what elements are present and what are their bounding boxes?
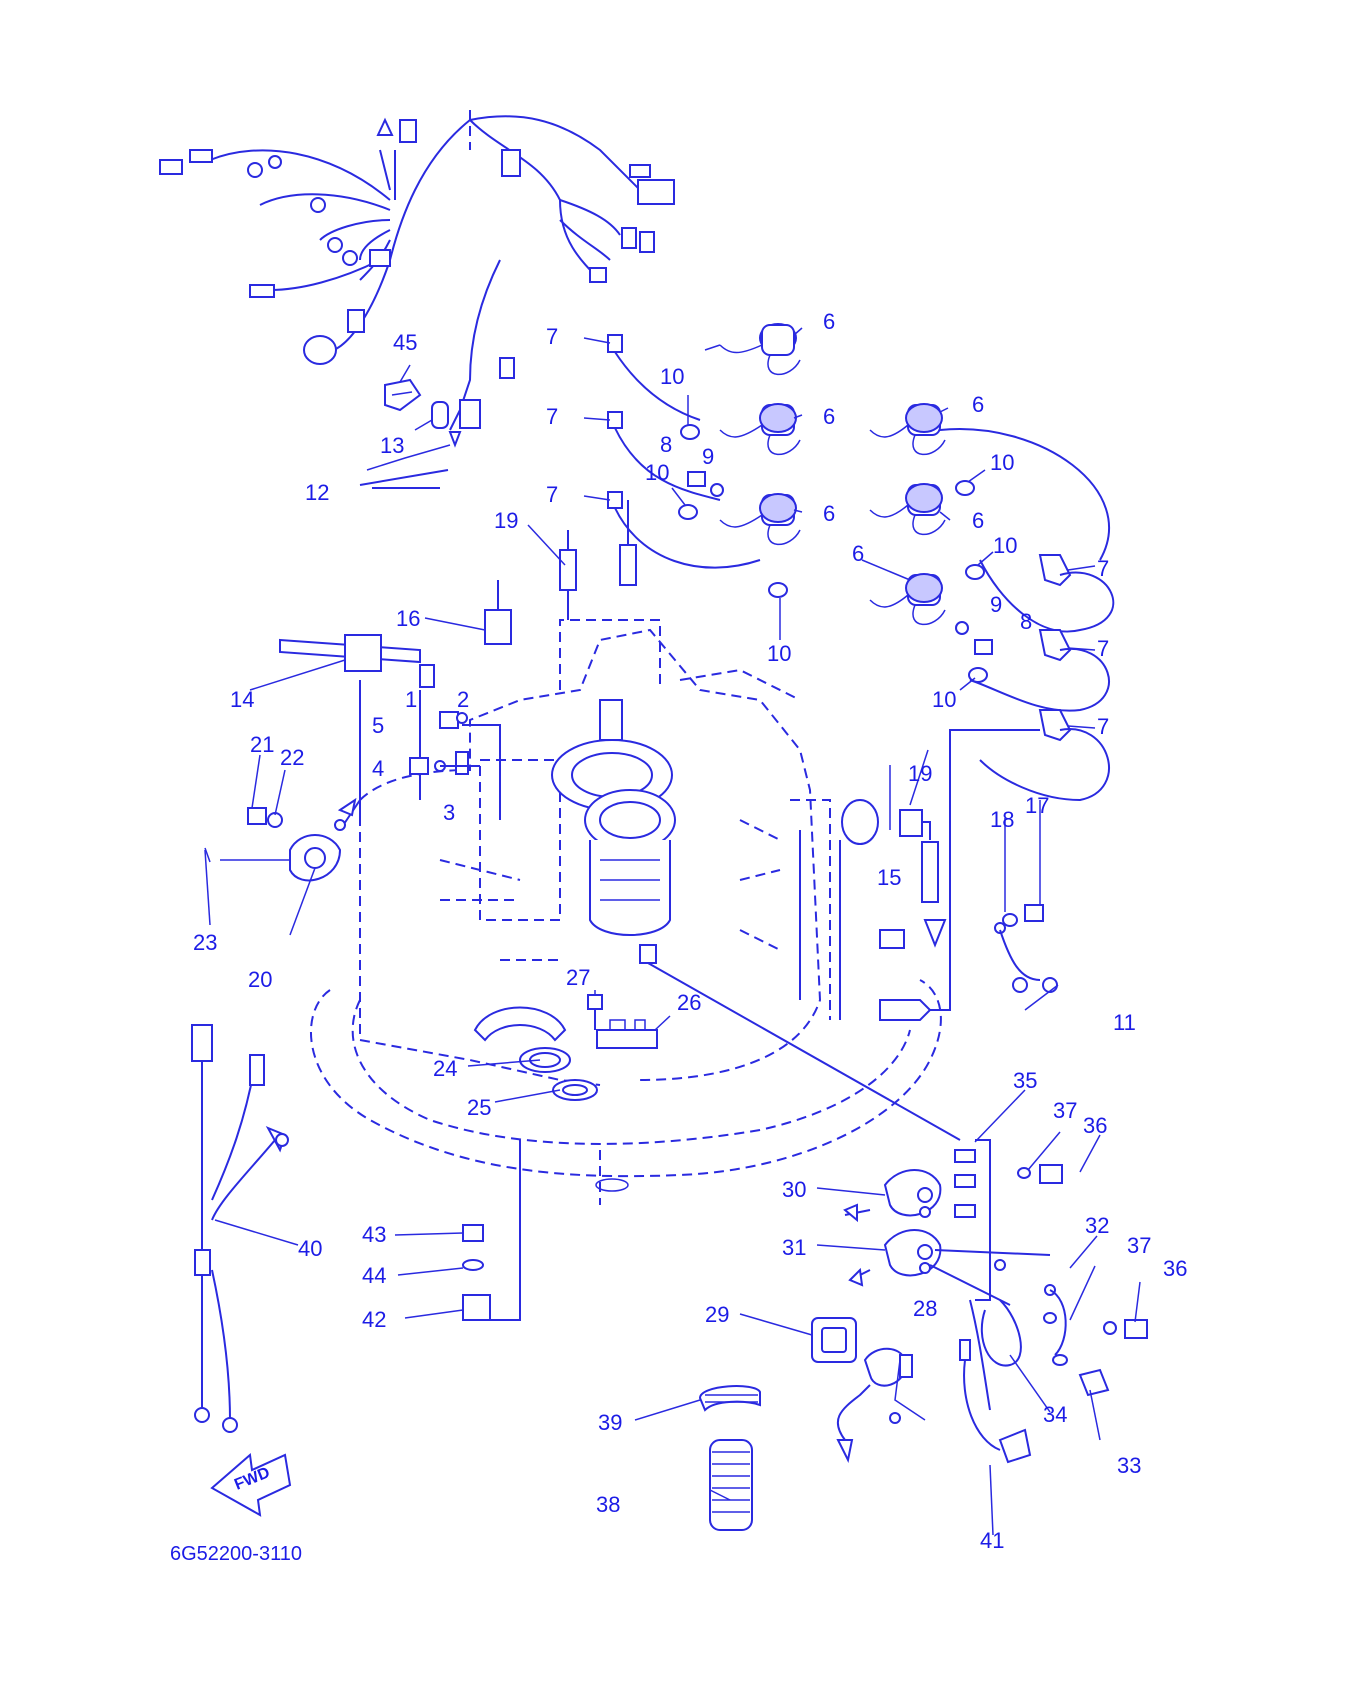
callout-7-e: 7 bbox=[1097, 636, 1109, 661]
wire-harness bbox=[159, 110, 675, 448]
callout-7-f: 7 bbox=[1097, 714, 1109, 739]
callout-7-b: 7 bbox=[546, 404, 558, 429]
callout-34: 34 bbox=[1043, 1402, 1067, 1427]
callout-39: 39 bbox=[598, 1410, 622, 1435]
callout-19-a: 19 bbox=[494, 508, 518, 533]
relay-assembly bbox=[811, 1139, 1148, 1464]
callout-10-a: 10 bbox=[660, 364, 684, 389]
callout-36-b: 36 bbox=[1163, 1256, 1187, 1281]
plug-caps bbox=[607, 334, 1115, 802]
callout-45: 45 bbox=[393, 330, 417, 355]
coil-3 bbox=[719, 493, 801, 546]
callout-10-f: 10 bbox=[932, 687, 956, 712]
callout-14: 14 bbox=[230, 687, 254, 712]
callout-35: 35 bbox=[1013, 1068, 1037, 1093]
callout-12: 12 bbox=[305, 480, 329, 505]
small-parts-upper-left bbox=[359, 378, 449, 489]
callout-42: 42 bbox=[362, 1307, 386, 1332]
callout-19-b: 19 bbox=[908, 761, 932, 786]
callout-15: 15 bbox=[877, 865, 901, 890]
fwd-arrow: FWD bbox=[210, 1453, 292, 1517]
callout-40: 40 bbox=[298, 1236, 322, 1261]
flywheel-magneto bbox=[551, 699, 676, 936]
diagram-code: 6G52200-3110 bbox=[170, 1543, 302, 1565]
coil-1 bbox=[704, 323, 801, 376]
callout-10-c: 10 bbox=[767, 641, 791, 666]
callout-13: 13 bbox=[380, 433, 404, 458]
callout-5: 5 bbox=[372, 713, 384, 738]
callout-32: 32 bbox=[1085, 1213, 1109, 1238]
callout-26: 26 bbox=[677, 990, 701, 1015]
callout-30: 30 bbox=[782, 1177, 806, 1202]
coil-4 bbox=[869, 403, 946, 456]
callout-43: 43 bbox=[362, 1222, 386, 1247]
callout-11: 11 bbox=[1113, 1010, 1136, 1035]
ignition-coils bbox=[704, 323, 946, 626]
coil-6 bbox=[869, 573, 946, 626]
callout-7-a: 7 bbox=[546, 324, 558, 349]
callout-6-e: 6 bbox=[972, 508, 984, 533]
callout-22: 22 bbox=[280, 745, 304, 770]
callout-24: 24 bbox=[433, 1056, 457, 1081]
callout-41: 41 bbox=[980, 1528, 1004, 1553]
callout-9-a: 9 bbox=[702, 444, 714, 469]
callout-labels: 1 2 3 4 5 6 6 6 6 6 6 7 7 7 7 7 7 8 8 9 … bbox=[193, 309, 1187, 1553]
callout-10-d: 10 bbox=[990, 450, 1014, 475]
callout-6-c: 6 bbox=[823, 501, 835, 526]
callout-27: 27 bbox=[566, 965, 590, 990]
callout-8-a: 8 bbox=[660, 432, 672, 457]
leader-lines bbox=[204, 327, 1141, 1536]
callout-9-b: 9 bbox=[990, 592, 1002, 617]
callout-6-b: 6 bbox=[823, 404, 835, 429]
callout-7-d: 7 bbox=[1097, 556, 1109, 581]
callout-29: 29 bbox=[705, 1302, 729, 1327]
callout-25: 25 bbox=[467, 1095, 491, 1120]
callout-18: 18 bbox=[990, 807, 1014, 832]
callout-28: 28 bbox=[913, 1296, 937, 1321]
callout-23: 23 bbox=[193, 930, 217, 955]
callout-10-e: 10 bbox=[993, 533, 1017, 558]
callout-4: 4 bbox=[372, 756, 384, 781]
center-parts bbox=[462, 944, 961, 1321]
callout-31: 31 bbox=[782, 1235, 806, 1260]
coil-2 bbox=[719, 403, 801, 456]
callout-6-f: 6 bbox=[852, 541, 864, 566]
callout-20: 20 bbox=[248, 967, 272, 992]
grommets bbox=[678, 424, 993, 683]
callout-1: 1 bbox=[405, 687, 417, 712]
callout-3: 3 bbox=[443, 800, 455, 825]
callout-44: 44 bbox=[362, 1263, 386, 1288]
callout-36-a: 36 bbox=[1083, 1113, 1107, 1138]
callout-2: 2 bbox=[457, 687, 469, 712]
callout-17: 17 bbox=[1025, 793, 1049, 818]
callout-33: 33 bbox=[1117, 1453, 1141, 1478]
battery-cables bbox=[191, 1024, 289, 1433]
callout-37-a: 37 bbox=[1053, 1098, 1077, 1123]
callout-6-d: 6 bbox=[972, 392, 984, 417]
right-components bbox=[799, 729, 1058, 1021]
left-components bbox=[204, 500, 637, 882]
callout-37-b: 37 bbox=[1127, 1233, 1151, 1258]
callout-38: 38 bbox=[596, 1492, 620, 1517]
callout-7-c: 7 bbox=[546, 482, 558, 507]
callout-8-b: 8 bbox=[1020, 609, 1032, 634]
clamp-and-spring bbox=[698, 1385, 761, 1531]
coil-5 bbox=[869, 483, 946, 536]
bottom-cowling bbox=[310, 979, 942, 1205]
callout-6-a: 6 bbox=[823, 309, 835, 334]
callout-21: 21 bbox=[250, 732, 274, 757]
callout-16: 16 bbox=[396, 606, 420, 631]
callout-10-b: 10 bbox=[645, 460, 669, 485]
